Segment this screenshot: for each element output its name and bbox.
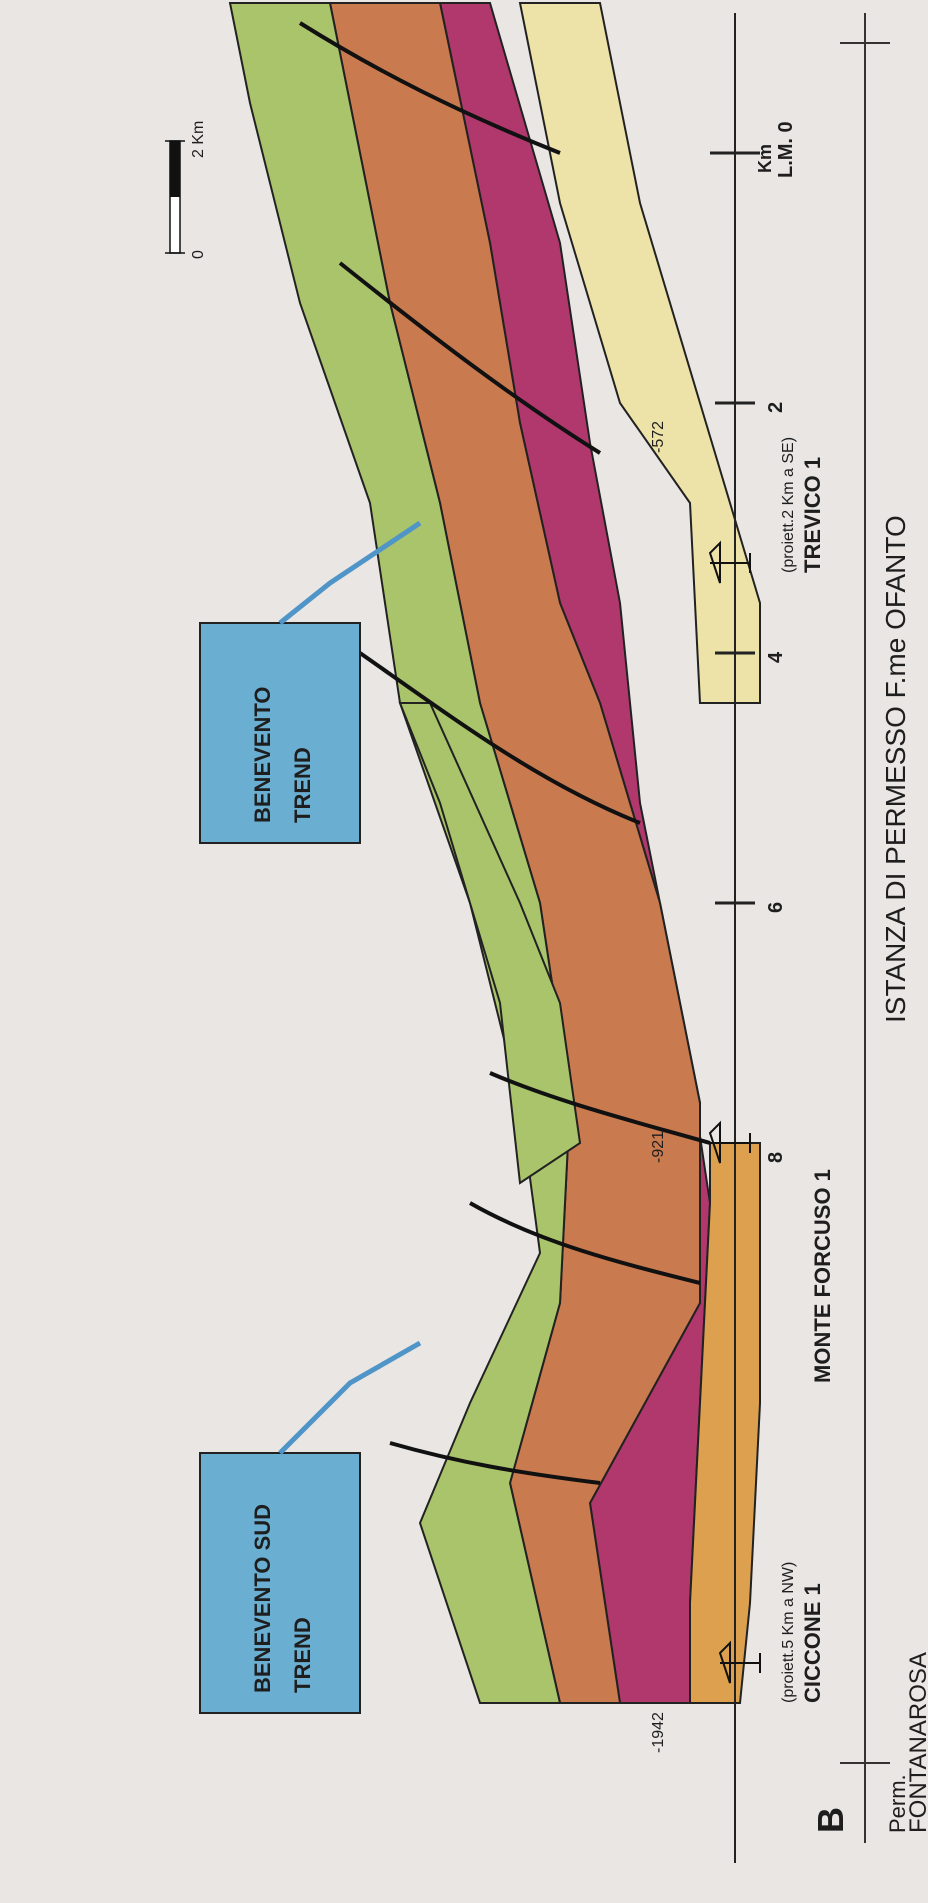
depth-axis-sea-level: L.M. 0 (775, 121, 798, 178)
trend-callouts (200, 523, 420, 1713)
well-trevico-depth: -572 (650, 421, 668, 453)
trend-benevento-box (200, 623, 360, 843)
trend-benevento-line2: BENEVENTO (250, 686, 276, 823)
scale-bar-start: 0 (190, 250, 208, 259)
trend-benevento-line1: TREND (290, 747, 316, 823)
well-monte-forcuso-name: MONTE FORCUSO 1 (810, 1169, 836, 1383)
section-letter: B (810, 1807, 852, 1833)
permit-left-line2: FONTANAROSA (905, 1652, 928, 1833)
scale-bar-end: 2 Km (190, 121, 208, 158)
trend-benevento-sud-line2: BENEVENTO SUD (250, 1504, 276, 1693)
permit-right-label: ISTANZA DI PERMESSO F.me OFANTO (880, 515, 912, 1023)
depth-axis-unit: Km (755, 144, 776, 173)
well-trevico-name: TREVICO 1 (800, 457, 826, 573)
well-monte-forcuso-depth: -921 (650, 1131, 668, 1163)
depth-axis-tick-6: 6 (765, 902, 788, 913)
depth-axis-tick-4: 4 (765, 652, 788, 663)
well-ciccone-depth: -1942 (650, 1712, 668, 1753)
depth-axis-tick-8: 8 (765, 1152, 788, 1163)
well-ciccone-name: CICCONE 1 (800, 1583, 826, 1703)
trend-benevento-sud-line1: TREND (290, 1617, 316, 1693)
geologic-layers (230, 3, 760, 1703)
well-ciccone-note: (proiett.5 Km a NW) (780, 1562, 798, 1703)
well-trevico-note: (proiett.2 Km a SE) (780, 437, 798, 573)
scale-bar (165, 141, 185, 253)
depth-axis-tick-2: 2 (765, 402, 788, 413)
trend-benevento-sud-box (200, 1453, 360, 1713)
